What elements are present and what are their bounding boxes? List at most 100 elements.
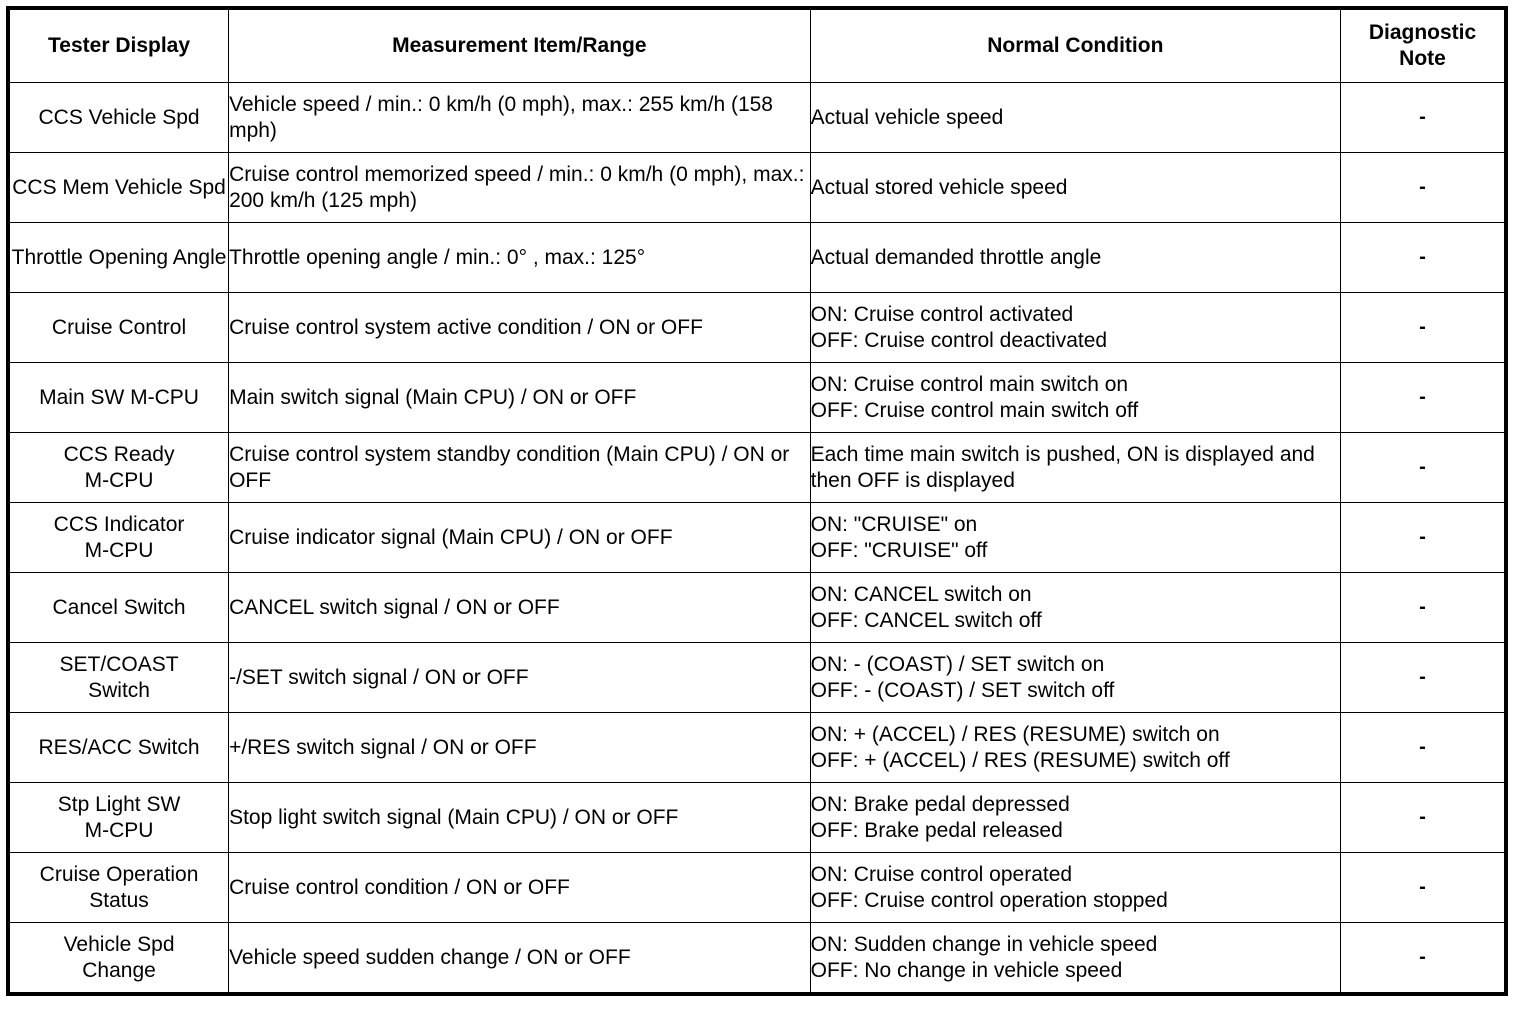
cell-normal-condition-text: ON: Cruise control main switch on OFF: C… — [810, 372, 1139, 422]
cell-diagnostic-note: - — [1340, 82, 1507, 153]
cell-measurement-item-range: Cruise control condition / ON or OFF — [228, 852, 811, 923]
cell-tester-display: CCS Ready M-CPU — [7, 432, 230, 503]
column-header-measurement-item-range-label: Measurement Item/Range — [392, 34, 647, 58]
cell-measurement-item-range: Vehicle speed sudden change / ON or OFF — [228, 922, 811, 995]
cell-measurement-item-range: Main switch signal (Main CPU) / ON or OF… — [228, 362, 811, 433]
cell-normal-condition-text: ON: + (ACCEL) / RES (RESUME) switch on O… — [810, 722, 1230, 772]
cell-measurement-item-range-text: Stop light switch signal (Main CPU) / ON… — [229, 805, 679, 829]
header-row: Tester Display Measurement Item/Range No… — [7, 7, 1507, 83]
cell-normal-condition-text: ON: Sudden change in vehicle speed OFF: … — [810, 932, 1158, 982]
cell-normal-condition-text: ON: "CRUISE" on OFF: "CRUISE" off — [810, 512, 988, 562]
cell-measurement-item-range-text: +/RES switch signal / ON or OFF — [229, 735, 537, 759]
cell-diagnostic-note: - — [1340, 572, 1507, 643]
cell-normal-condition: Actual stored vehicle speed — [809, 152, 1342, 223]
cell-tester-display-text: Cancel Switch — [52, 595, 186, 619]
cell-tester-display: Stp Light SW M-CPU — [7, 782, 230, 853]
table-header: Tester Display Measurement Item/Range No… — [7, 7, 1507, 83]
cell-tester-display: Throttle Opening Angle — [7, 222, 230, 293]
cell-normal-condition-text: Each time main switch is pushed, ON is d… — [810, 442, 1315, 492]
cell-diagnostic-note-text: - — [1419, 456, 1426, 479]
cell-diagnostic-note-text: - — [1419, 596, 1426, 619]
table-row: CCS Ready M-CPU Cruise control system sta… — [7, 432, 1507, 503]
column-header-measurement-item-range: Measurement Item/Range — [228, 7, 811, 83]
cell-measurement-item-range-text: Cruise indicator signal (Main CPU) / ON … — [229, 525, 673, 549]
cell-measurement-item-range: Cruise control memorized speed / min.: 0… — [228, 152, 811, 223]
column-header-normal-condition: Normal Condition — [809, 7, 1342, 83]
column-header-normal-condition-label: Normal Condition — [987, 34, 1164, 58]
cell-diagnostic-note-text: - — [1419, 386, 1426, 409]
cell-normal-condition: ON: Cruise control operated OFF: Cruise … — [809, 852, 1342, 923]
table-row: Cruise Operation Status Cruise control co… — [7, 852, 1507, 923]
cell-measurement-item-range: Throttle opening angle / min.: 0° , max.… — [228, 222, 811, 293]
cell-measurement-item-range-text: Main switch signal (Main CPU) / ON or OF… — [229, 385, 637, 409]
cell-measurement-item-range: -/SET switch signal / ON or OFF — [228, 642, 811, 713]
cell-tester-display: Cancel Switch — [7, 572, 230, 643]
cell-diagnostic-note-text: - — [1419, 806, 1426, 829]
cell-diagnostic-note-text: - — [1419, 246, 1426, 269]
table-row: SET/COAST Switch-/SET switch signal / ON… — [7, 642, 1507, 713]
cell-measurement-item-range-text: Throttle opening angle / min.: 0° , max.… — [229, 245, 646, 269]
cell-measurement-item-range-text: Cruise control system standby condition … — [229, 442, 790, 492]
table-row: RES/ACC Switch +/RES switch signal / ON o… — [7, 712, 1507, 783]
cell-normal-condition-text: ON: CANCEL switch on OFF: CANCEL switch … — [810, 582, 1042, 632]
cell-diagnostic-note: - — [1340, 432, 1507, 503]
cell-measurement-item-range-text: Cruise control condition / ON or OFF — [229, 875, 570, 899]
cell-diagnostic-note-text: - — [1419, 736, 1426, 759]
cell-normal-condition: ON: "CRUISE" on OFF: "CRUISE" off — [809, 502, 1342, 573]
cell-diagnostic-note: - — [1340, 922, 1507, 995]
cell-diagnostic-note: - — [1340, 292, 1507, 363]
cell-diagnostic-note: - — [1340, 502, 1507, 573]
cell-tester-display: CCS Mem Vehicle Spd — [7, 152, 230, 223]
cell-normal-condition: ON: - (COAST) / SET switch on OFF: - (CO… — [809, 642, 1342, 713]
cell-tester-display: CCS Indicator M-CPU — [7, 502, 230, 573]
cell-measurement-item-range: Cruise control system standby condition … — [228, 432, 811, 503]
cell-normal-condition-text: Actual vehicle speed — [810, 105, 1004, 129]
cell-tester-display: SET/COAST Switch — [7, 642, 230, 713]
cell-tester-display-text: Throttle Opening Angle — [11, 245, 227, 269]
cell-tester-display: Vehicle Spd Change — [7, 922, 230, 995]
cell-measurement-item-range-text: -/SET switch signal / ON or OFF — [229, 665, 529, 689]
cell-tester-display-text: Cruise Operation Status — [39, 862, 199, 912]
cell-tester-display: CCS Vehicle Spd — [7, 82, 230, 153]
cell-normal-condition: Actual vehicle speed — [809, 82, 1342, 153]
cell-tester-display-text: RES/ACC Switch — [38, 735, 200, 759]
cell-diagnostic-note: - — [1340, 852, 1507, 923]
cell-normal-condition: ON: + (ACCEL) / RES (RESUME) switch on O… — [809, 712, 1342, 783]
cell-normal-condition: ON: Cruise control main switch on OFF: C… — [809, 362, 1342, 433]
cell-tester-display-text: CCS Ready M-CPU — [63, 442, 175, 492]
cell-measurement-item-range: Cruise indicator signal (Main CPU) / ON … — [228, 502, 811, 573]
cell-normal-condition: ON: Cruise control activated OFF: Cruise… — [809, 292, 1342, 363]
cell-diagnostic-note-text: - — [1419, 666, 1426, 689]
cell-measurement-item-range: Vehicle speed / min.: 0 km/h (0 mph), ma… — [228, 82, 811, 153]
cell-normal-condition-text: Actual stored vehicle speed — [810, 175, 1068, 199]
cell-measurement-item-range-text: CANCEL switch signal / ON or OFF — [229, 595, 560, 619]
cell-normal-condition: ON: CANCEL switch on OFF: CANCEL switch … — [809, 572, 1342, 643]
cell-tester-display-text: Cruise Control — [51, 315, 187, 339]
cell-diagnostic-note: - — [1340, 222, 1507, 293]
cell-tester-display: Cruise Control — [7, 292, 230, 363]
cell-normal-condition: Actual demanded throttle angle — [809, 222, 1342, 293]
cell-measurement-item-range: +/RES switch signal / ON or OFF — [228, 712, 811, 783]
cell-normal-condition: ON: Sudden change in vehicle speed OFF: … — [809, 922, 1342, 995]
column-header-diagnostic-note-label: Diagnostic Note — [1368, 21, 1477, 70]
cell-diagnostic-note-text: - — [1419, 946, 1426, 969]
cell-diagnostic-note: - — [1340, 712, 1507, 783]
cell-measurement-item-range-text: Vehicle speed sudden change / ON or OFF — [229, 945, 631, 969]
cell-diagnostic-note: - — [1340, 362, 1507, 433]
cell-measurement-item-range-text: Vehicle speed / min.: 0 km/h (0 mph), ma… — [229, 92, 773, 142]
cell-tester-display: RES/ACC Switch — [7, 712, 230, 783]
cell-diagnostic-note: - — [1340, 642, 1507, 713]
cell-normal-condition-text: ON: Cruise control operated OFF: Cruise … — [810, 862, 1168, 912]
cell-tester-display: Main SW M-CPU — [7, 362, 230, 433]
cell-measurement-item-range-text: Cruise control memorized speed / min.: 0… — [229, 162, 805, 212]
